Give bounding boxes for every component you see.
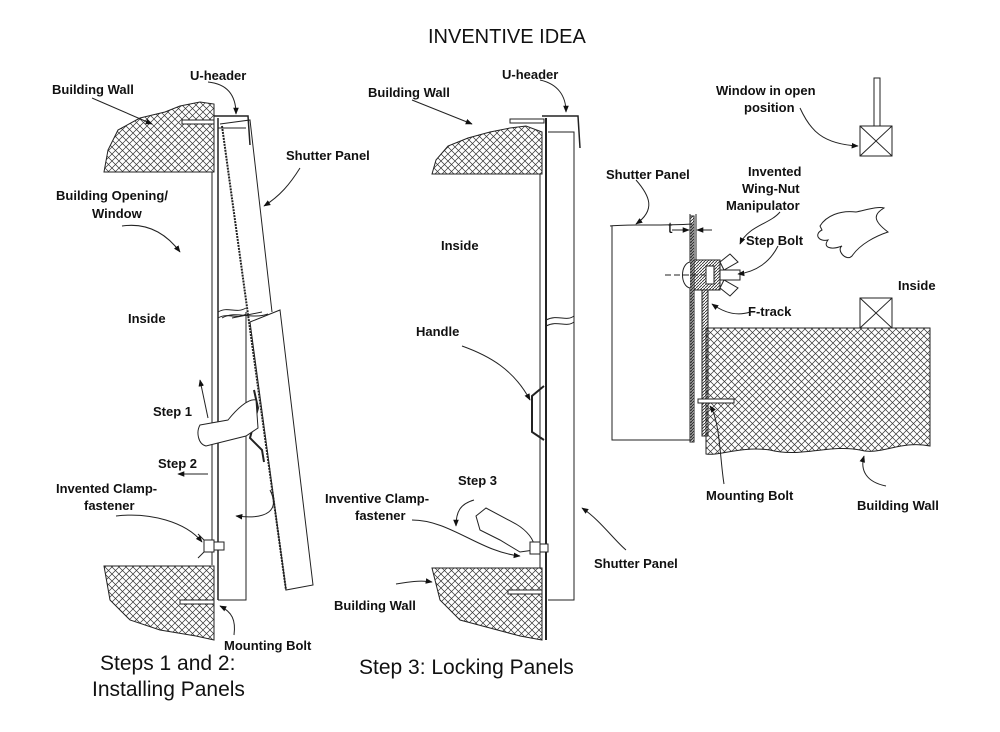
caption-steps-1-2-line1: Steps 1 and 2: [100,652,236,675]
panel-vertical [548,131,575,601]
label-handle: Handle [416,324,460,339]
building-wall-top [103,101,215,173]
label-shutter-panel-2: Shutter Panel [594,556,678,571]
panel-plan-detail [609,77,931,487]
window-open-box [859,125,893,157]
panel-step-3 [395,79,627,641]
label-u-header-2: U-header [502,67,559,82]
label-building-wall-top: Building Wall [52,82,134,97]
label-step2: Step 2 [158,456,198,471]
label-clamp-fastener-step3-2: fastener [355,508,406,523]
building-wall-plan [705,327,931,455]
label-building-opening: Building Opening/ [56,188,168,203]
label-wingnut-3: Manipulator [726,198,800,213]
bottom-mounting-bolt [179,599,215,605]
label-wingnut-1: Invented [748,164,802,179]
label-window-open-2: position [744,100,795,115]
u-header-2 [542,115,581,149]
label-inside-plan: Inside [898,278,936,293]
label-step1: Step 1 [153,404,193,419]
building-wall-top-2 [431,125,543,175]
label-clamp-fastener-step3: Inventive Clamp- [325,491,430,506]
top-mounting-bolt-2 [509,118,545,124]
building-wall-bottom [103,565,215,641]
label-window-open: Window in open [716,83,816,98]
label-f-track: F-track [748,304,792,319]
building-wall-bottom-2 [431,567,543,641]
label-step-bolt: Step Bolt [746,233,804,248]
label-step3: Step 3 [458,473,498,488]
wing-nut-manipulator [682,253,741,297]
label-mounting-bolt-plan: Mounting Bolt [706,488,794,503]
caption-steps-1-2-line2: Installing Panels [92,678,245,701]
label-inside-2: Inside [441,238,479,253]
panel-edge [689,215,695,443]
label-window: Window [92,206,142,221]
label-building-wall-top-2: Building Wall [368,85,450,100]
label-building-wall-bottom-2: Building Wall [334,598,416,613]
hand-open [817,207,890,259]
clamp-fastener-1 [197,533,225,559]
handle-2 [531,385,545,441]
label-thickness: t [668,220,673,237]
handle [248,389,265,463]
mounting-bolt-plan [697,398,735,404]
label-clamp-fastener-2: fastener [84,498,135,513]
bottom-mounting-bolt-2 [507,589,543,595]
inside-window-box [859,297,893,329]
panel-steps-1-2 [91,81,314,641]
tilted-panel [219,119,273,313]
hand-step1 [197,399,259,447]
caption-step-3: Step 3: Locking Panels [359,656,574,679]
label-shutter-panel-plan: Shutter Panel [606,167,690,182]
top-mounting-bolt [181,119,215,125]
hand-step3 [475,507,535,553]
clamp-fastener-2 [529,541,549,555]
label-building-wall-plan: Building Wall [857,498,939,513]
label-wingnut-2: Wing-Nut [742,181,800,196]
shutter-panel-plan [609,223,693,441]
window-open-sash [873,77,881,129]
label-u-header: U-header [190,68,247,83]
label-shutter-panel: Shutter Panel [286,148,370,163]
label-inside: Inside [128,311,166,326]
label-mounting-bolt: Mounting Bolt [224,638,312,653]
diagram-title: INVENTIVE IDEA [428,26,586,48]
u-header [214,115,251,146]
label-clamp-fastener: Invented Clamp- [56,481,158,496]
